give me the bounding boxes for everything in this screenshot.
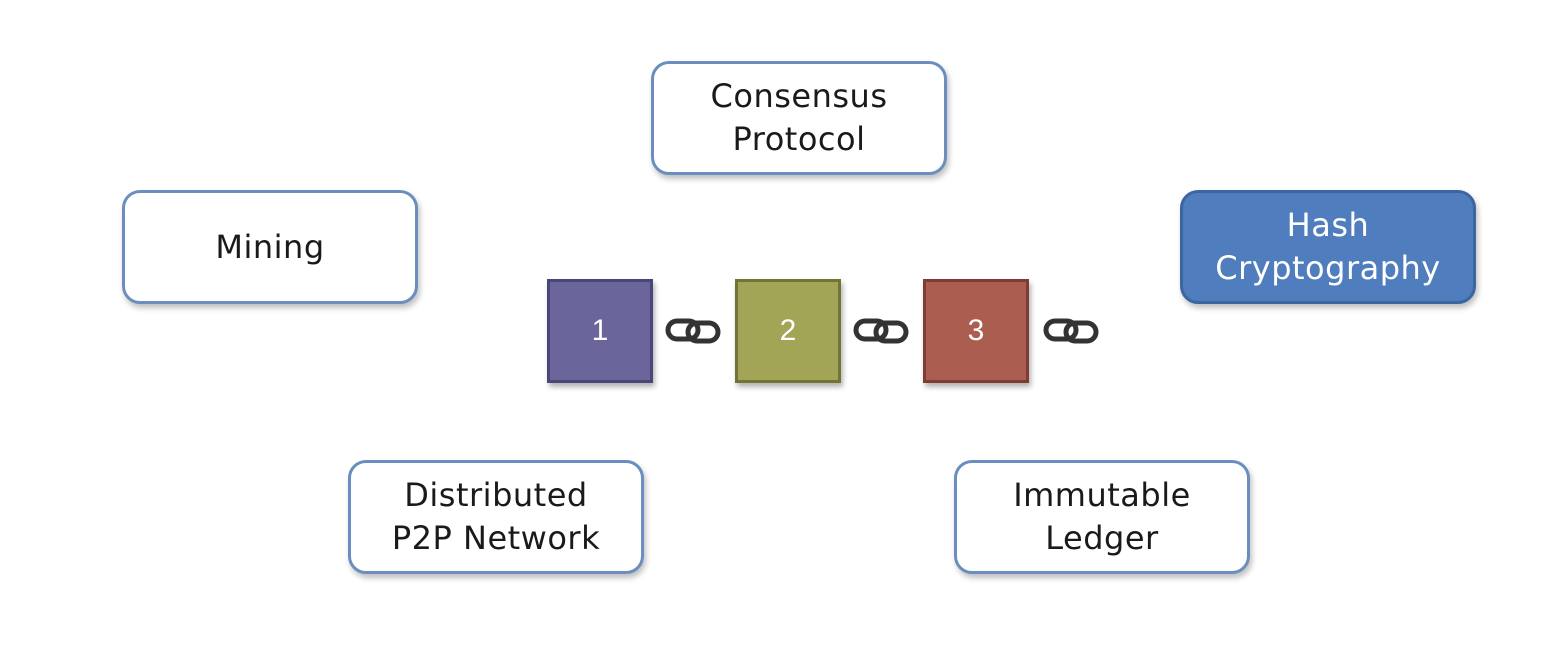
consensus-protocol-label: Consensus Protocol (710, 77, 888, 158)
block-3: 3 (923, 279, 1029, 383)
consensus-protocol-box: Consensus Protocol (651, 61, 947, 175)
link-icon (665, 318, 721, 344)
block-1-label: 1 (591, 314, 609, 347)
distributed-p2p-network-box: Distributed P2P Network (348, 460, 644, 574)
mining-label: Mining (215, 227, 325, 266)
immutable-ledger-box: Immutable Ledger (954, 460, 1250, 574)
hash-cryptography-box: Hash Cryptography (1180, 190, 1476, 304)
block-1: 1 (547, 279, 653, 383)
distributed-p2p-network-label: Distributed P2P Network (391, 476, 601, 557)
block-2-label: 2 (779, 314, 797, 347)
immutable-ledger-label: Immutable Ledger (1013, 476, 1191, 557)
mining-box: Mining (122, 190, 418, 304)
link-icon (853, 318, 909, 344)
block-3-label: 3 (967, 314, 985, 347)
block-2: 2 (735, 279, 841, 383)
hash-cryptography-label: Hash Cryptography (1215, 206, 1441, 287)
link-icon (1043, 318, 1099, 344)
